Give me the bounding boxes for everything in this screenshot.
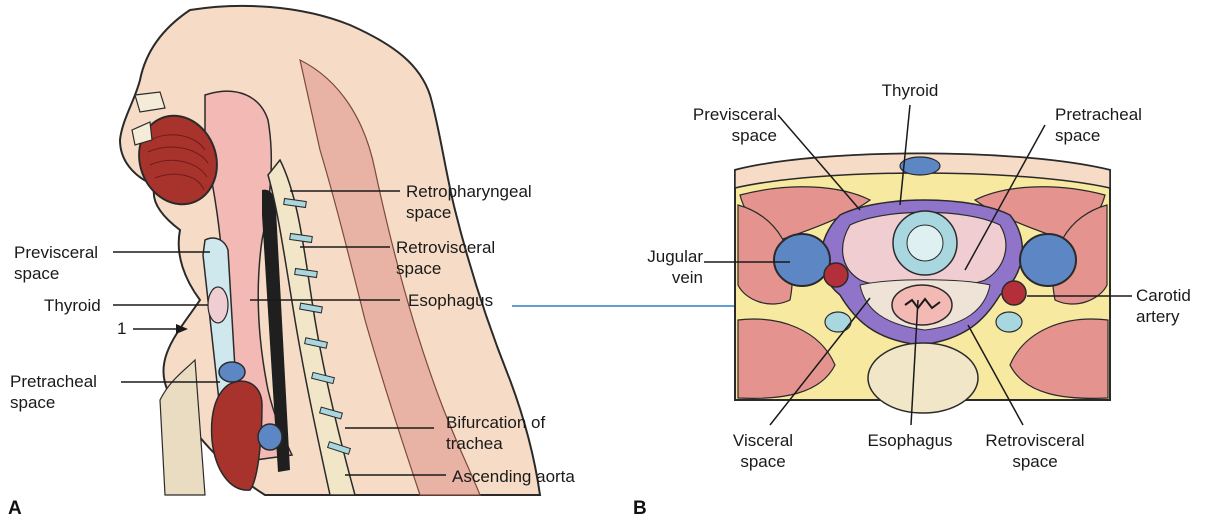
thyroid-gland [208,287,228,323]
label-previsceral-space-a: Previsceral space [14,242,114,284]
bifurcation-vessel [258,424,282,450]
carotid-artery-right [1002,281,1026,305]
label-pretracheal-space-b: Pretracheal space [1055,104,1165,146]
label-marker-1: 1 [117,318,126,339]
vertebral-body [868,343,978,413]
label-carotid-artery: Carotid artery [1136,285,1206,327]
label-thyroid-b: Thyroid [865,80,955,101]
panel-label-b: B [633,498,647,520]
label-jugular-vein: Jugular vein [628,246,703,288]
label-retrovisceral-space-a: Retrovisceral space [396,237,506,279]
jugular-vein-left [774,234,830,286]
label-esophagus-b: Esophagus [855,430,965,451]
label-pretracheal-space-a: Pretracheal space [10,371,120,413]
ascending-aorta [212,381,262,490]
label-ascending-aorta: Ascending aorta [452,466,575,487]
axial-illustration [735,154,1110,414]
label-esophagus-a: Esophagus [408,290,493,311]
vertebral-vessel-left [825,312,851,332]
trachea-lumen [907,225,943,261]
label-bifurcation-of-trachea: Bifurcation of trachea [446,412,556,454]
pretracheal-vessel [219,362,245,382]
label-retropharyngeal-space: Retropharyngeal space [406,181,541,223]
jugular-vein-right [1020,234,1076,286]
vertebral-vessel-right [996,312,1022,332]
carotid-artery-left [824,263,848,287]
panel-label-a: A [8,498,22,520]
esophagus-section [892,285,952,325]
label-visceral-space: Visceral space [718,430,808,472]
label-previsceral-space-b: Previsceral space [672,104,777,146]
label-thyroid-a: Thyroid [44,295,101,316]
label-retrovisceral-space-b: Retrovisceral space [975,430,1095,472]
anterior-jugular [900,157,940,175]
